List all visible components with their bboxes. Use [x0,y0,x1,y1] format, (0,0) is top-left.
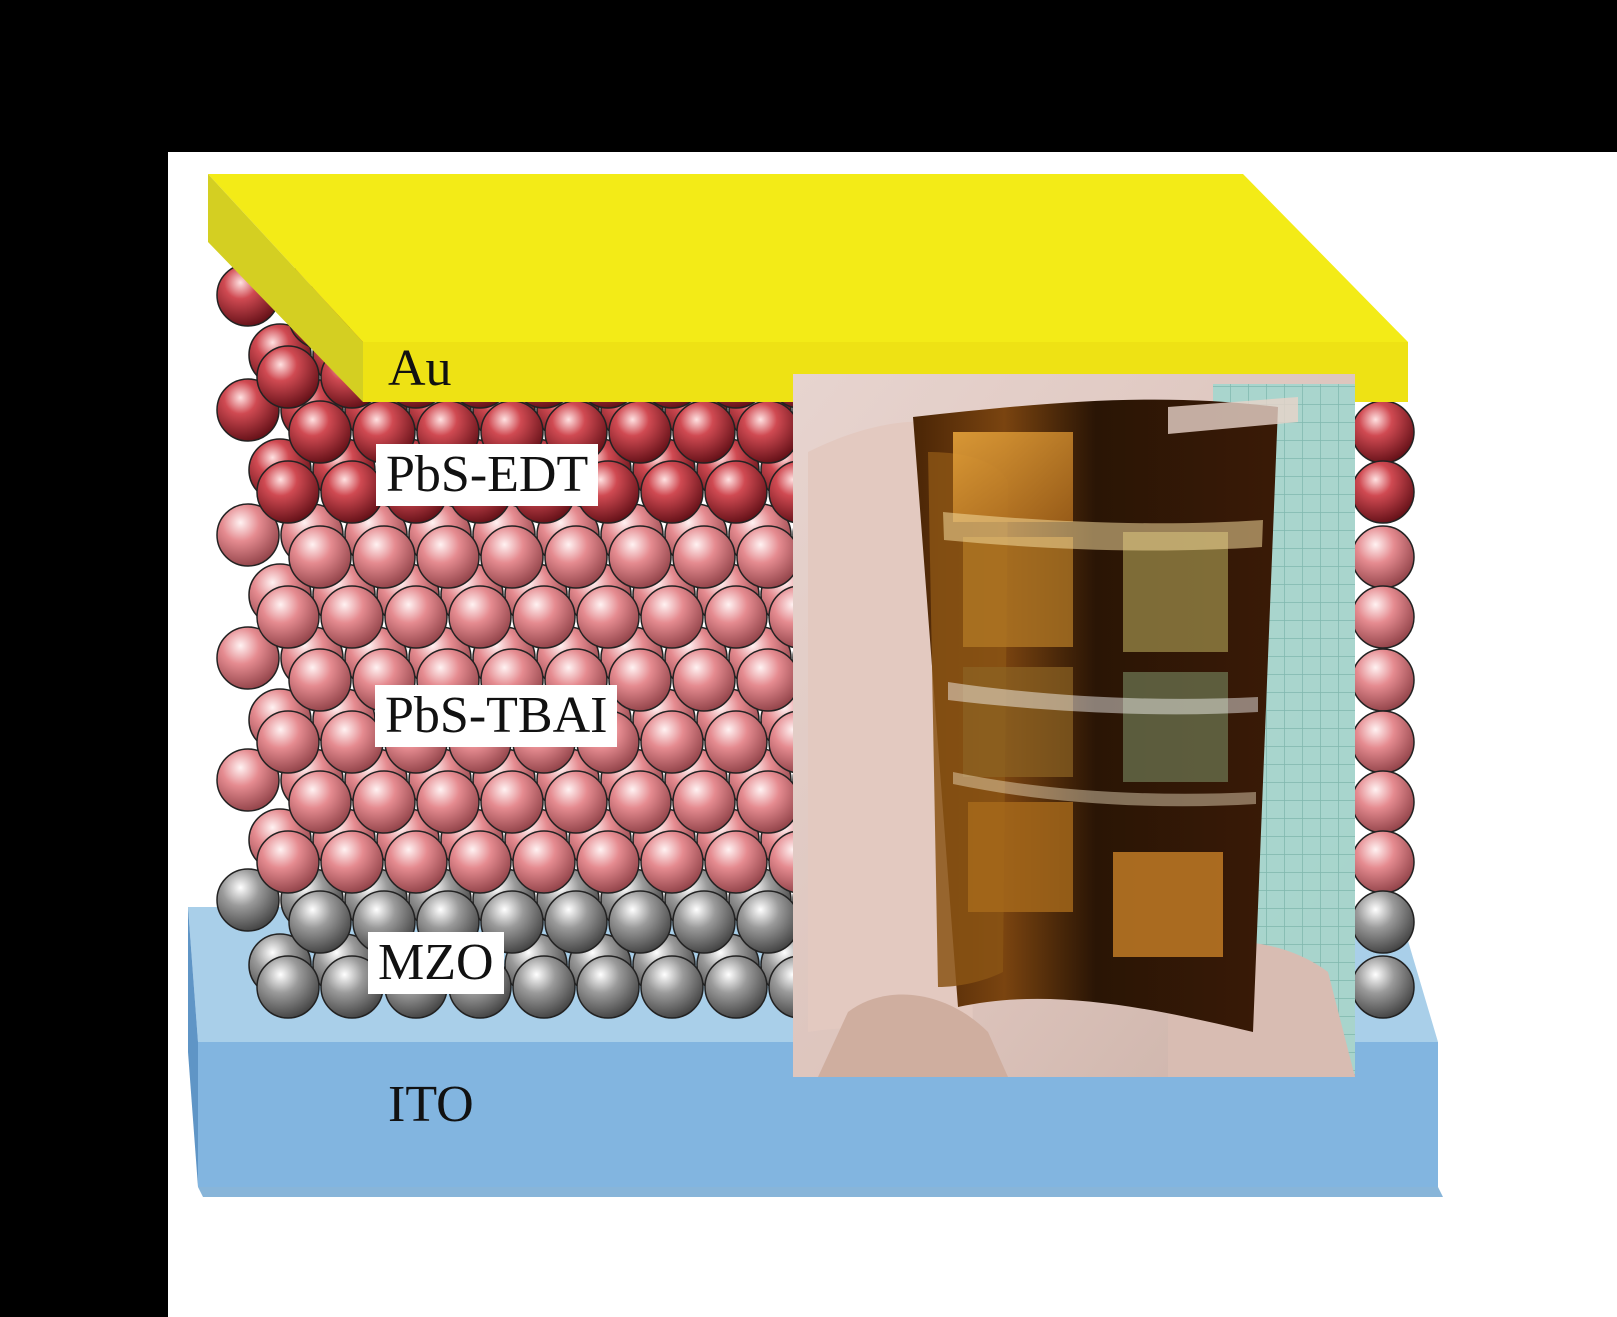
nanocrystal-sphere [608,525,672,589]
nanocrystal-sphere [608,890,672,954]
diagram-panel: Au PbS-EDT PbS-TBAI MZO ITO [168,152,1617,1317]
nanocrystal-sphere [352,770,416,834]
au-label: Au [388,340,452,397]
nanocrystal-sphere [576,585,640,649]
nanocrystal-sphere [640,585,704,649]
nanocrystal-sphere [288,648,352,712]
nanocrystal-sphere [672,770,736,834]
nanocrystal-sphere [448,830,512,894]
nanocrystal-sphere [416,525,480,589]
device-stack-diagram: Au PbS-EDT PbS-TBAI MZO ITO [188,174,1443,1197]
nanocrystal-sphere [704,585,768,649]
nanocrystal-sphere [256,710,320,774]
nanocrystal-sphere [640,830,704,894]
nanocrystal-sphere [512,585,576,649]
nanocrystal-sphere [352,525,416,589]
nanocrystal-sphere [384,585,448,649]
nanocrystal-sphere [704,955,768,1019]
nanocrystal-sphere [576,830,640,894]
nanocrystal-sphere [216,748,280,812]
nanocrystal-sphere [384,830,448,894]
ito-label: ITO [388,1076,474,1133]
nanocrystal-sphere [640,710,704,774]
nanocrystal-sphere [480,525,544,589]
nanocrystal-sphere [256,830,320,894]
nanocrystal-sphere [320,830,384,894]
nanocrystal-sphere [640,460,704,524]
pbs-tbai-label: PbS-TBAI [375,685,618,747]
nanocrystal-sphere [544,525,608,589]
nanocrystal-sphere [256,345,320,409]
nanocrystal-sphere [544,770,608,834]
nanocrystal-sphere [704,460,768,524]
mzo-label: MZO [368,932,504,994]
nanocrystal-sphere [640,955,704,1019]
nanocrystal-sphere [288,400,352,464]
nanocrystal-sphere [512,830,576,894]
nanocrystal-sphere [512,955,576,1019]
nanocrystal-sphere [216,503,280,567]
pbs-edt-label: PbS-EDT [376,444,599,506]
nanocrystal-sphere [288,770,352,834]
nanocrystal-sphere [216,626,280,690]
nanocrystal-sphere [448,585,512,649]
nanocrystal-sphere [480,770,544,834]
nanocrystal-sphere [288,525,352,589]
nanocrystal-sphere [288,890,352,954]
nanocrystal-sphere [216,868,280,932]
nanocrystal-sphere [256,585,320,649]
nanocrystal-sphere [672,648,736,712]
nanocrystal-sphere [704,710,768,774]
nanocrystal-sphere [608,770,672,834]
nanocrystal-sphere [608,648,672,712]
flexible-device-photo [793,374,1355,1077]
nanocrystal-sphere [256,955,320,1019]
nanocrystal-sphere [576,955,640,1019]
nanocrystal-sphere [672,890,736,954]
nanocrystal-sphere [672,525,736,589]
nanocrystal-sphere [256,460,320,524]
nanocrystal-sphere [704,830,768,894]
nanocrystal-sphere [544,890,608,954]
nanocrystal-sphere [416,770,480,834]
nanocrystal-sphere [320,585,384,649]
